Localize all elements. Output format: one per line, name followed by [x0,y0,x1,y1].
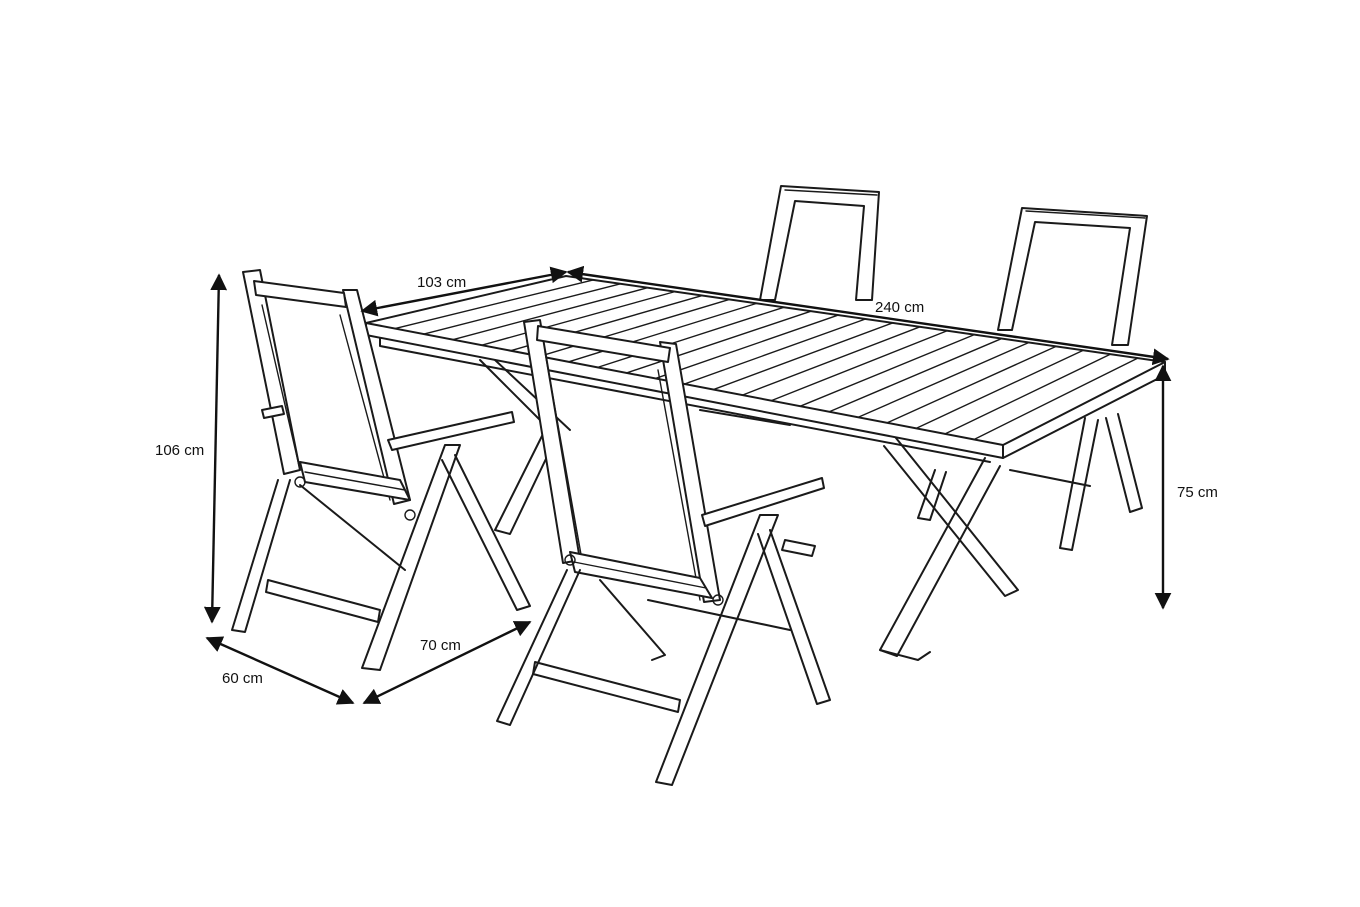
dim-arrow-chair-height [203,273,228,624]
label-chair-height: 106 cm [155,442,204,459]
label-table-width: 103 cm [417,274,466,291]
dining-table [365,275,1166,661]
dim-arrow-chair-depth [362,620,532,705]
dimension-labels: 103 cm 240 cm 75 cm 106 cm 60 cm 70 cm [155,274,1218,687]
dim-arrow-chair-width [205,636,355,705]
front-left-chair [231,269,531,671]
tabletop-slat-line [944,353,1112,435]
back-chair-middle [759,185,880,301]
tabletop-slat-line [973,357,1139,441]
front-right-chair [496,319,831,786]
label-table-height: 75 cm [1177,484,1218,501]
dimension-lines [203,265,1172,705]
label-table-length: 240 cm [875,299,924,316]
label-chair-width: 60 cm [222,670,263,687]
dim-arrow-table-length [566,265,1170,366]
label-chair-depth: 70 cm [420,637,461,654]
dim-arrow-table-width [360,266,568,317]
